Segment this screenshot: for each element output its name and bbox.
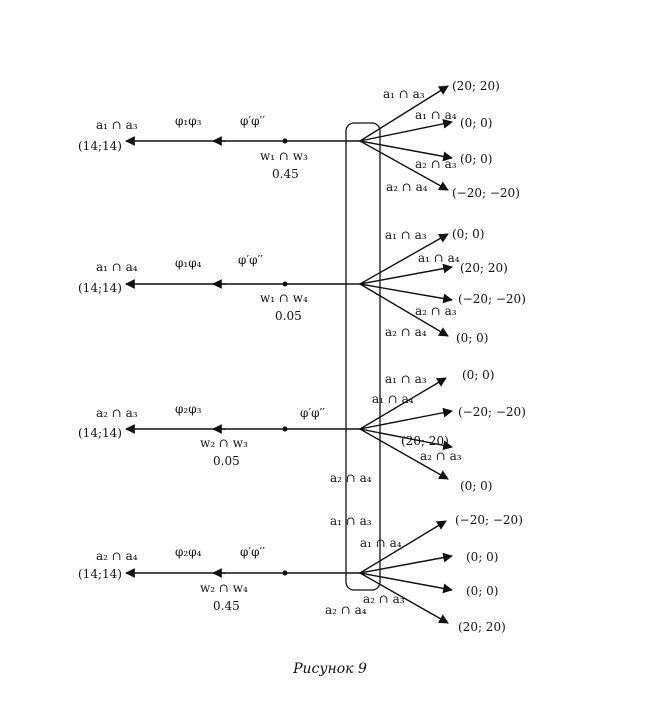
left-label: a₁ ∩ a₃ [96, 118, 138, 132]
payoff: (0; 0) [460, 479, 493, 493]
phiprime-label: φ′φ′′ [240, 545, 265, 559]
branch-edge [359, 85, 449, 142]
branch-edge [359, 118, 453, 142]
w-label: w₁ ∩ w₃ [260, 149, 308, 163]
payoff: (−20; −20) [452, 186, 520, 200]
branch-edge [359, 263, 453, 285]
left-result: (14;14) [78, 139, 122, 153]
branch-label: a₁ ∩ a₃ [385, 372, 427, 386]
branch-edge [359, 377, 447, 430]
payoff: (20; 20) [460, 261, 508, 275]
chance-node [282, 570, 288, 576]
branch-label: a₂ ∩ a₃ [363, 592, 405, 606]
branch-label: a₂ ∩ a₄ [325, 603, 367, 617]
chance-node [282, 138, 288, 144]
w-label: w₁ ∩ w₄ [260, 291, 308, 305]
branch-label: a₁ ∩ a₄ [418, 251, 460, 265]
branch-label: a₁ ∩ a₄ [415, 108, 457, 122]
branch-label: a₁ ∩ a₃ [383, 87, 425, 101]
tree-row: a₁ ∩ a₃ (14;14) φ₁φ₃ φ′φ′′ w₁ ∩ w₃ 0.45 … [78, 79, 520, 200]
branch-edge [359, 520, 447, 574]
payoff: (0; 0) [466, 550, 499, 564]
left-result: (14;14) [78, 567, 122, 581]
probability: 0.05 [275, 309, 302, 323]
tree-row: a₁ ∩ a₄ (14;14) φ₁φ₄ φ′φ′′ w₁ ∩ w₄ 0.05 … [78, 227, 526, 345]
branch-edge [359, 233, 449, 285]
branch-label: a₁ ∩ a₄ [372, 392, 414, 406]
branch-label: a₂ ∩ a₄ [386, 180, 428, 194]
left-result: (14;14) [78, 281, 122, 295]
left-result: (14;14) [78, 426, 122, 440]
payoff: (20; 20) [401, 434, 449, 448]
information-set-frame [345, 122, 381, 591]
phiprime-label: φ′φ′′ [240, 114, 265, 128]
chance-node [282, 281, 288, 287]
branch-edge [359, 283, 453, 304]
payoff: (0; 0) [462, 368, 495, 382]
phi-label: φ₁φ₄ [175, 256, 202, 270]
w-label: w₂ ∩ w₃ [200, 436, 248, 450]
branch-label: a₂ ∩ a₃ [415, 304, 457, 318]
payoff: (−20; −20) [458, 292, 526, 306]
branch-edge [359, 552, 453, 574]
left-label: a₂ ∩ a₃ [96, 406, 138, 420]
tree-row: a₂ ∩ a₃ (14;14) φ₂φ₃ φ′φ′′ w₂ ∩ w₃ 0.05 … [78, 368, 526, 493]
frame-label: a₂ ∩ a₄ [330, 471, 372, 485]
branch-label: a₂ ∩ a₃ [420, 449, 462, 463]
probability: 0.05 [213, 454, 240, 468]
figure-caption: Рисунок 9 [292, 661, 367, 677]
phi-label: φ₂φ₃ [175, 402, 202, 416]
chance-node [282, 426, 288, 432]
payoff: (20; 20) [452, 79, 500, 93]
left-label: a₂ ∩ a₄ [96, 549, 138, 563]
branch-edge [359, 572, 453, 594]
branch-label: a₂ ∩ a₃ [415, 157, 457, 171]
payoff: (0; 0) [460, 116, 493, 130]
payoff: (0; 0) [452, 227, 485, 241]
branch-label: a₂ ∩ a₄ [385, 325, 427, 339]
branch-edge [359, 428, 449, 480]
probability: 0.45 [272, 167, 299, 181]
tree-row: a₂ ∩ a₄ (14;14) φ₂φ₄ φ′φ′′ w₂ ∩ w₄ 0.45 … [78, 513, 523, 634]
branch-edge [359, 140, 453, 162]
branch-edge [359, 140, 449, 191]
branch-label: a₁ ∩ a₄ [360, 536, 402, 550]
payoff: (−20; −20) [458, 405, 526, 419]
payoff: (0; 0) [456, 331, 489, 345]
branch-edge [359, 428, 453, 451]
payoff: (−20; −20) [455, 513, 523, 527]
payoff: (0; 0) [460, 152, 493, 166]
branch-edge [359, 283, 449, 337]
phi-label: φ₂φ₄ [175, 545, 202, 559]
payoff: (20; 20) [458, 620, 506, 634]
probability: 0.45 [213, 599, 240, 613]
phi-label: φ₁φ₃ [175, 114, 202, 128]
w-label: w₂ ∩ w₄ [200, 581, 248, 595]
payoff: (0; 0) [466, 584, 499, 598]
phiprime-label: φ′φ′′ [300, 406, 325, 420]
phiprime-label: φ′φ′′ [238, 253, 263, 267]
branch-edge [359, 407, 453, 430]
branch-label: a₁ ∩ a₃ [385, 228, 427, 242]
frame-label: a₁ ∩ a₃ [330, 514, 372, 528]
branch-edge [359, 572, 449, 624]
left-label: a₁ ∩ a₄ [96, 260, 138, 274]
